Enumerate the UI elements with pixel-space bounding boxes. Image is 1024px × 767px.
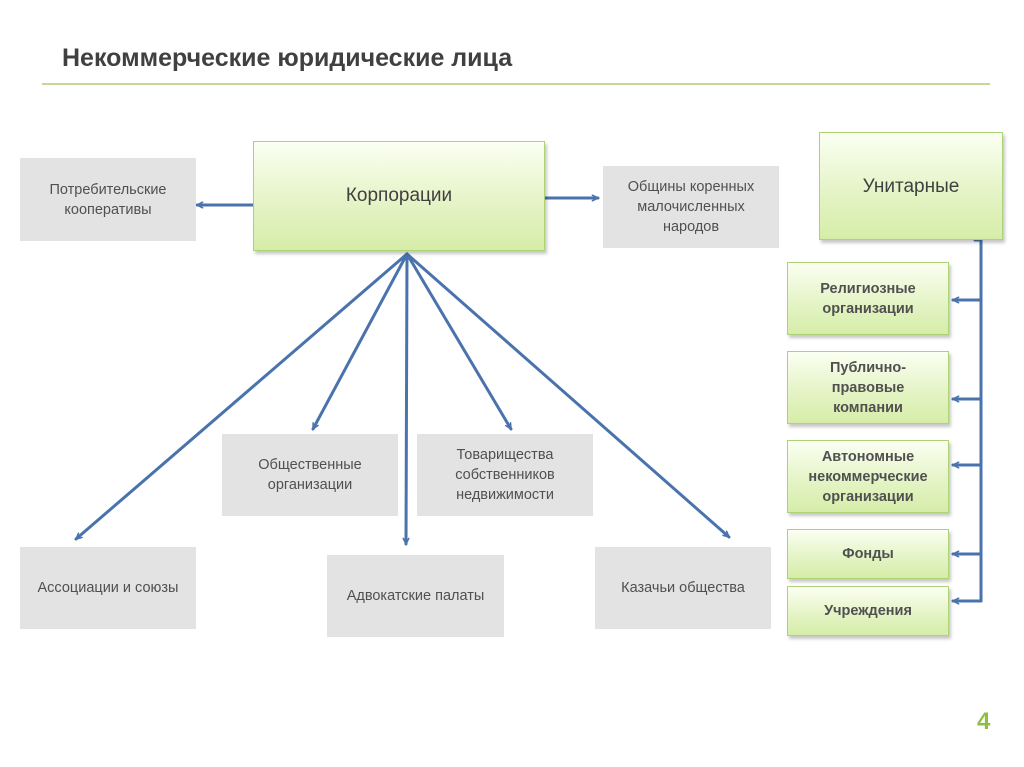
arrow-to-homeowners	[405, 252, 513, 431]
religious-organizations-box: Религиозные организации	[787, 262, 949, 335]
funds-label: Фонды	[842, 546, 894, 562]
unitary-box: Унитарные	[819, 132, 1003, 240]
indigenous-communities-label: Общины коренных малочисленных народов	[627, 179, 755, 235]
title-divider	[42, 83, 990, 85]
slide-title: Некоммерческие юридические лица	[62, 44, 513, 72]
arrow-to-public-orgs	[311, 252, 409, 431]
corporations-box: Корпорации	[253, 141, 545, 251]
associations-label: Ассоциации и союзы	[37, 580, 179, 596]
arrow-to-bar-chambers	[406, 252, 407, 546]
homeowners-partnerships-box: Товарищества собственников недвижимости	[417, 434, 593, 516]
homeowners-partnerships-label: Товарищества собственников недвижимости	[455, 447, 555, 503]
cossack-societies-label: Казачьи общества	[621, 580, 745, 596]
institutions-label: Учреждения	[824, 603, 912, 619]
unitary-label: Унитарные	[862, 176, 960, 197]
funds-box: Фонды	[787, 529, 949, 579]
public-organizations-box: Общественные организации	[222, 434, 398, 516]
public-organizations-label: Общественные организации	[258, 457, 362, 493]
consumer-coops-label: Потребительские кооперативы	[49, 181, 167, 218]
indigenous-communities-box: Общины коренных малочисленных народов	[603, 166, 779, 248]
page-number: 4	[977, 708, 991, 735]
autonomous-nonprofits-box: Автономные некоммерческие организации	[787, 440, 949, 513]
public-law-companies-label: Публично-правовые компании	[829, 359, 907, 416]
cossack-societies-box: Казачьи общества	[595, 547, 771, 629]
autonomous-nonprofits-label: Автономные некоммерческие организации	[808, 448, 928, 505]
religious-organizations-label: Религиозные организации	[820, 280, 916, 317]
corporations-label: Корпорации	[345, 185, 453, 206]
associations-box: Ассоциации и союзы	[20, 547, 196, 629]
bar-chambers-box: Адвокатские палаты	[327, 555, 504, 637]
consumer-coops-box: Потребительские кооперативы	[20, 158, 196, 241]
public-law-companies-box: Публично-правовые компании	[787, 351, 949, 424]
arrow-to-cossack	[405, 252, 731, 539]
arrow-to-associations	[74, 252, 409, 541]
bar-chambers-label: Адвокатские палаты	[346, 588, 485, 604]
institutions-box: Учреждения	[787, 586, 949, 636]
